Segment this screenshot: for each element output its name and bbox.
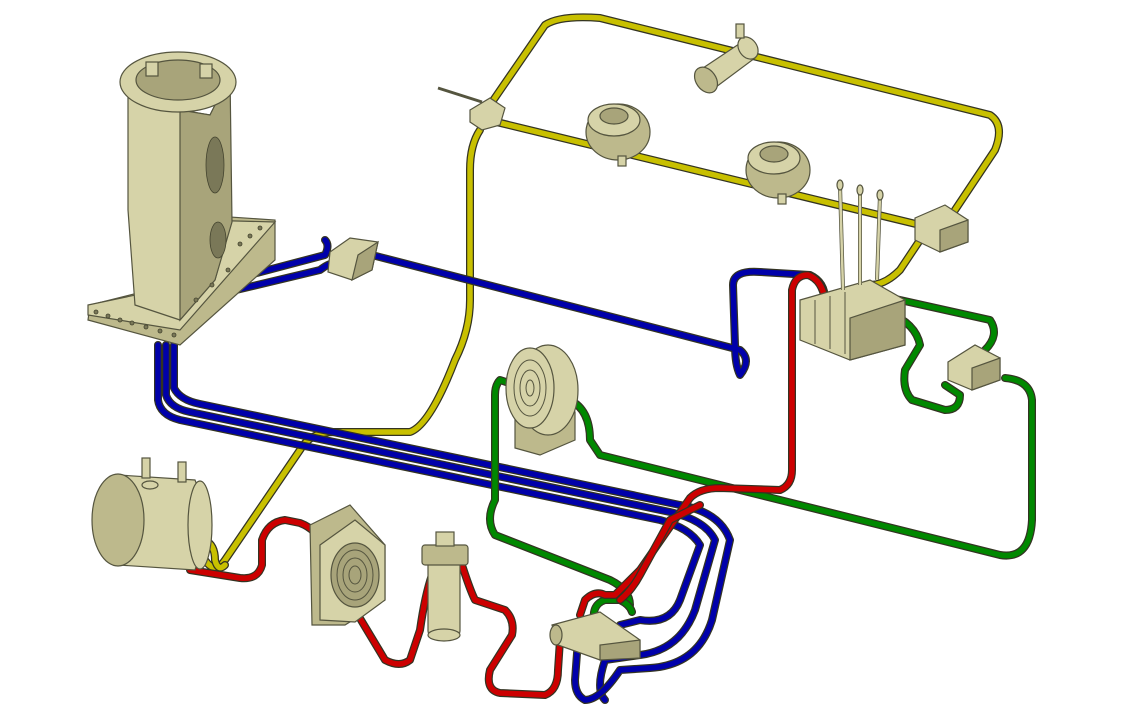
control-lever-3	[875, 189, 884, 281]
pressure-line-pump-return	[617, 502, 703, 603]
work-line-manifold-loop	[877, 307, 963, 413]
control-lever-2	[856, 184, 864, 285]
pressure-line-pump-valve	[577, 272, 828, 618]
hose-reel	[505, 344, 579, 456]
base-column	[87, 51, 277, 346]
accumulator-mount	[735, 23, 745, 39]
pressure-gauge-upper-dial	[599, 107, 629, 125]
control-lever-1	[836, 179, 845, 291]
base-column-side	[179, 74, 233, 322]
work-line-reel-right	[567, 375, 1035, 559]
pressure-line-filter-pump	[459, 562, 563, 698]
pressure-gauge-lower-dial	[759, 145, 789, 163]
pump-unit-side	[599, 639, 641, 661]
manifold-block-right-side	[971, 357, 1001, 391]
pilot-line-top-loop	[202, 127, 483, 571]
control-valve-sections	[814, 292, 846, 354]
return-lines	[154, 236, 829, 704]
control-valve-side	[849, 299, 906, 361]
manifold-block-left-side	[351, 240, 379, 282]
pump-unit	[549, 611, 641, 661]
return-line-bundle-3	[171, 342, 733, 703]
oil-cooler-fan-blades-icon	[336, 549, 374, 601]
control-valve-block	[799, 279, 906, 361]
pump-unit-shaft	[549, 624, 563, 646]
pressure-gauge-upper	[585, 103, 651, 167]
base-column-window-upper	[205, 136, 225, 194]
hose-reel-drum-front	[505, 347, 555, 429]
oil-filter	[421, 531, 469, 642]
return-line-column-a	[227, 237, 331, 283]
oil-tank-end-cap	[91, 473, 145, 567]
accumulator-end	[693, 66, 719, 94]
oil-cooler-fan-guard	[330, 542, 380, 608]
manifold-block-left	[327, 237, 379, 282]
return-line-bundle-1	[155, 342, 703, 628]
oil-filter-port	[435, 531, 455, 547]
hose-reel-coils-icon	[513, 359, 547, 417]
oil-cooler	[309, 504, 386, 626]
oil-tank	[91, 457, 213, 571]
return-line-bundle-2	[163, 342, 718, 703]
pressure-gauge-upper-stem	[617, 155, 627, 167]
manifold-block-right	[947, 344, 1001, 391]
pilot-line-top-frame	[487, 14, 1002, 228]
base-column-bolt-holes	[93, 225, 263, 338]
oil-tank-rear-cap	[187, 480, 213, 570]
base-column-lug-left	[145, 61, 159, 77]
manifold-block-top-side	[939, 219, 969, 253]
pressure-gauge-lower-stem	[777, 193, 787, 205]
hand-valve-body	[469, 97, 506, 131]
hand-valve	[437, 86, 506, 131]
oil-tank-bracket-left	[141, 457, 151, 479]
pilot-line-gauges	[477, 115, 923, 228]
control-levers	[836, 179, 884, 291]
oil-filter-bottom	[427, 628, 461, 642]
pressure-gauge-lower	[745, 141, 811, 205]
oil-filter-head	[421, 544, 469, 566]
hand-valve-handle	[437, 86, 483, 104]
oil-tank-filler-cap	[141, 480, 159, 490]
oil-tank-bracket-right	[177, 461, 187, 483]
base-column-lug-right	[199, 63, 213, 79]
base-column-window-lower	[209, 221, 227, 259]
accumulator	[693, 23, 759, 94]
oil-filter-canister	[427, 559, 461, 636]
manifold-block-top	[914, 204, 969, 253]
